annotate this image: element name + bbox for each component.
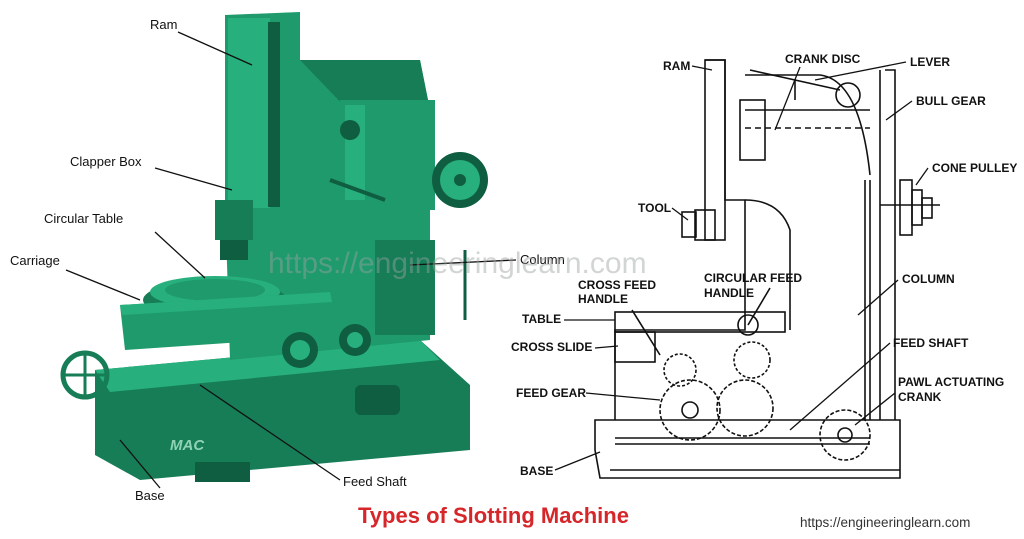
label-column: Column xyxy=(520,252,565,267)
leader-cone-pulley xyxy=(915,167,929,186)
source-url: https://engineeringlearn.com xyxy=(800,515,970,530)
label-circular-table: Circular Table xyxy=(44,211,123,226)
label-cross-feed-2: HANDLE xyxy=(578,292,628,306)
leader-ram-diagram xyxy=(691,65,713,71)
slotting-machine-photo: MAC xyxy=(60,12,488,482)
leader-feed-shaft xyxy=(199,384,341,481)
figure-title: Types of Slotting Machine xyxy=(358,503,629,528)
slotting-machine-line-drawing xyxy=(594,59,940,479)
leader-ram xyxy=(177,31,253,66)
brand-mark: MAC xyxy=(170,437,205,454)
label-ram: Ram xyxy=(150,17,177,32)
leader-carriage xyxy=(65,269,141,301)
leader-column xyxy=(409,259,517,266)
label-cone-pulley: CONE PULLEY xyxy=(932,161,1017,175)
leader-circular-table xyxy=(154,231,206,279)
label-pawl-crank-2: CRANK xyxy=(898,390,942,404)
leader-pawl-crank xyxy=(854,392,896,426)
label-circular-feed-2: HANDLE xyxy=(704,286,754,300)
label-feed-shaft: Feed Shaft xyxy=(343,474,407,489)
leader-crank-disc xyxy=(774,66,801,131)
label-cross-feed-1: CROSS FEED xyxy=(578,278,656,292)
label-feed-gear: FEED GEAR xyxy=(516,386,586,400)
label-bull-gear: BULL GEAR xyxy=(916,94,986,108)
leader-cross-slide xyxy=(594,345,619,349)
label-feed-shaft-diagram: FEED SHAFT xyxy=(893,336,969,350)
leader-tool xyxy=(671,207,689,221)
leader-feed-gear xyxy=(585,392,661,401)
watermark: https://engineeringlearn.com xyxy=(268,247,647,280)
leader-lever xyxy=(814,61,907,81)
right-labels: RAM CRANK DISC LEVER BULL GEAR CONE PULL… xyxy=(511,52,1017,478)
label-column-diagram: COLUMN xyxy=(902,272,955,286)
label-ram-diagram: RAM xyxy=(663,59,690,73)
label-lever: LEVER xyxy=(910,55,950,69)
leader-base-diagram xyxy=(554,451,601,471)
label-cross-slide: CROSS SLIDE xyxy=(511,340,592,354)
label-table: TABLE xyxy=(522,312,561,326)
leader-clapper-box xyxy=(154,167,233,191)
leader-bull-gear xyxy=(885,100,913,121)
label-circular-feed-1: CIRCULAR FEED xyxy=(704,271,802,285)
label-crank-disc: CRANK DISC xyxy=(785,52,861,66)
label-carriage: Carriage xyxy=(10,253,60,268)
label-clapper-box: Clapper Box xyxy=(70,154,142,169)
leader-feed-shaft-diagram xyxy=(789,342,891,431)
label-pawl-crank-1: PAWL ACTUATING xyxy=(898,375,1004,389)
label-base: Base xyxy=(135,488,165,503)
label-base-diagram: BASE xyxy=(520,464,553,478)
label-tool: TOOL xyxy=(638,201,671,215)
leader-column-diagram xyxy=(857,279,899,316)
left-labels: Ram Clapper Box Circular Table Carriage … xyxy=(10,17,565,503)
leader-base xyxy=(119,439,161,489)
